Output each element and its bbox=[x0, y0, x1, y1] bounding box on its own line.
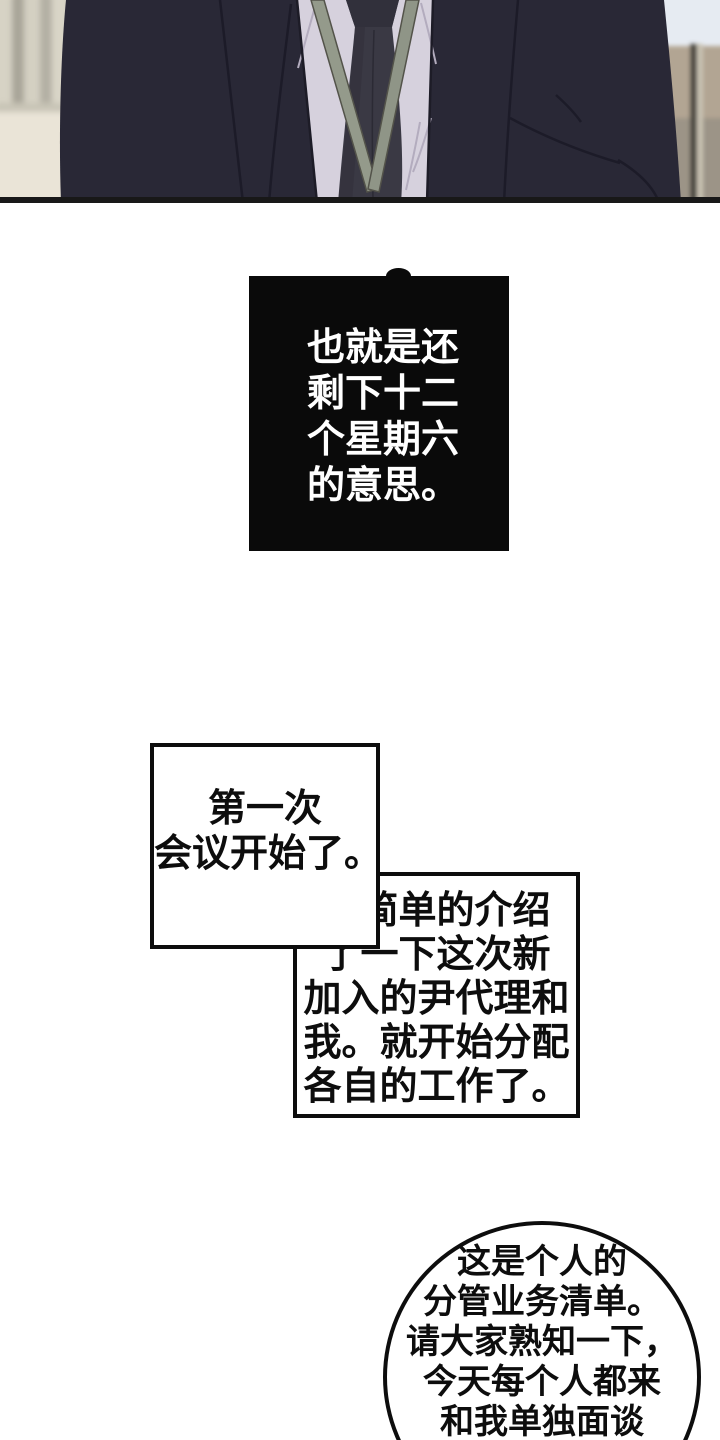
speech-bubble: 这是个人的 分管业务清单。 请大家熟知一下， 今天每个人都来 和我单独面谈 bbox=[383, 1221, 701, 1440]
caption-line: 个星期六 bbox=[307, 419, 460, 461]
narration-line: 会议开始了。 bbox=[154, 833, 383, 875]
lapel-edges bbox=[295, 0, 435, 204]
speech-line: 这是个人的 bbox=[457, 1243, 627, 1281]
suit-fold-lines bbox=[218, 0, 660, 204]
speech-line: 和我单独面谈 bbox=[440, 1403, 644, 1440]
tie-knot bbox=[346, 0, 399, 27]
speech-line: 请大家熟知一下， bbox=[406, 1323, 678, 1361]
caption-line: 的意思。 bbox=[307, 465, 460, 507]
narration-line: 我。就开始分配 bbox=[303, 1022, 570, 1064]
narration-line: 各自的工作了。 bbox=[303, 1066, 570, 1108]
caption-line: 剩下十二 bbox=[307, 373, 460, 415]
narration-box-2: 他简单的介绍 了一下这次新 加入的尹代理和 我。就开始分配 各自的工作了。 bbox=[293, 872, 580, 1118]
lanyard-strap-right bbox=[367, 0, 420, 193]
narration-line: 第一次 bbox=[207, 788, 322, 830]
speech-line: 分管业务清单。 bbox=[423, 1283, 661, 1321]
illustration-art bbox=[0, 0, 720, 212]
speech-line: 今天每个人都来 bbox=[423, 1363, 661, 1401]
narration-box-1: 第一次 会议开始了。 bbox=[150, 743, 383, 949]
illustration-panel bbox=[0, 0, 720, 212]
caption-box: 也就是还 剩下十二 个星期六 的意思。 bbox=[249, 276, 509, 551]
panel-bottom-edge bbox=[0, 197, 720, 203]
narration-line: 加入的尹代理和 bbox=[303, 978, 570, 1020]
caption-line: 也就是还 bbox=[307, 327, 460, 369]
